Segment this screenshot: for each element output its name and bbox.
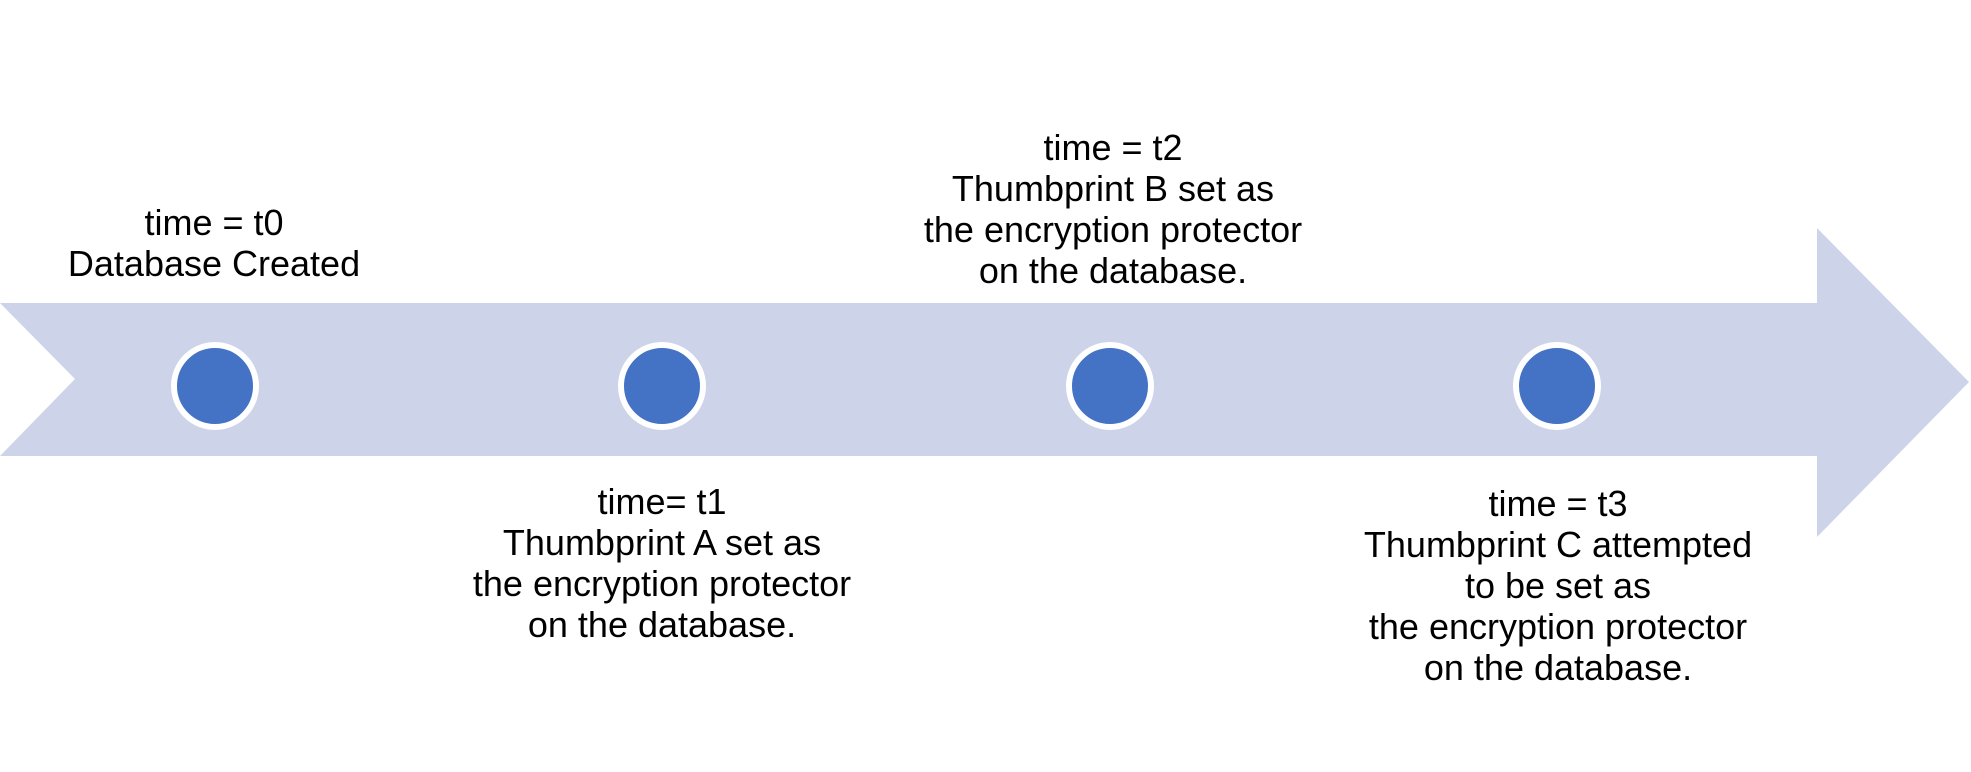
event-label-line: Thumbprint C attempted (1363, 524, 1753, 565)
event-label-line: time = t3 (1488, 483, 1628, 524)
event-label-line: the encryption protector (472, 563, 852, 604)
event-label-line: time= t1 (597, 481, 727, 522)
event-label-line: the encryption protector (1368, 606, 1748, 647)
timeline-marker-t3 (1513, 342, 1601, 430)
event-label-line: to be set as (1464, 565, 1652, 606)
event-label-t2: time = t2 Thumbprint B set as the encryp… (883, 127, 1343, 291)
event-label-line: Thumbprint B set as (951, 168, 1275, 209)
event-label-line: time = t0 (144, 202, 284, 243)
timeline-marker-t2 (1066, 342, 1154, 430)
event-label-line: on the database. (527, 604, 797, 645)
event-label-line: the encryption protector (923, 209, 1303, 250)
timeline-marker-t1 (618, 342, 706, 430)
timeline-arrow-shape (0, 228, 1969, 537)
timeline-marker-t0 (171, 342, 259, 430)
event-label-line: Thumbprint A set as (502, 522, 822, 563)
event-label-t1: time= t1 Thumbprint A set as the encrypt… (432, 481, 892, 645)
event-label-line: on the database. (1423, 647, 1693, 688)
event-label-t0: time = t0 Database Created (14, 202, 414, 284)
event-label-line: Database Created (67, 243, 361, 284)
event-label-t3: time = t3 Thumbprint C attempted to be s… (1318, 483, 1798, 688)
event-label-line: time = t2 (1043, 127, 1183, 168)
event-label-line: on the database. (978, 250, 1248, 291)
